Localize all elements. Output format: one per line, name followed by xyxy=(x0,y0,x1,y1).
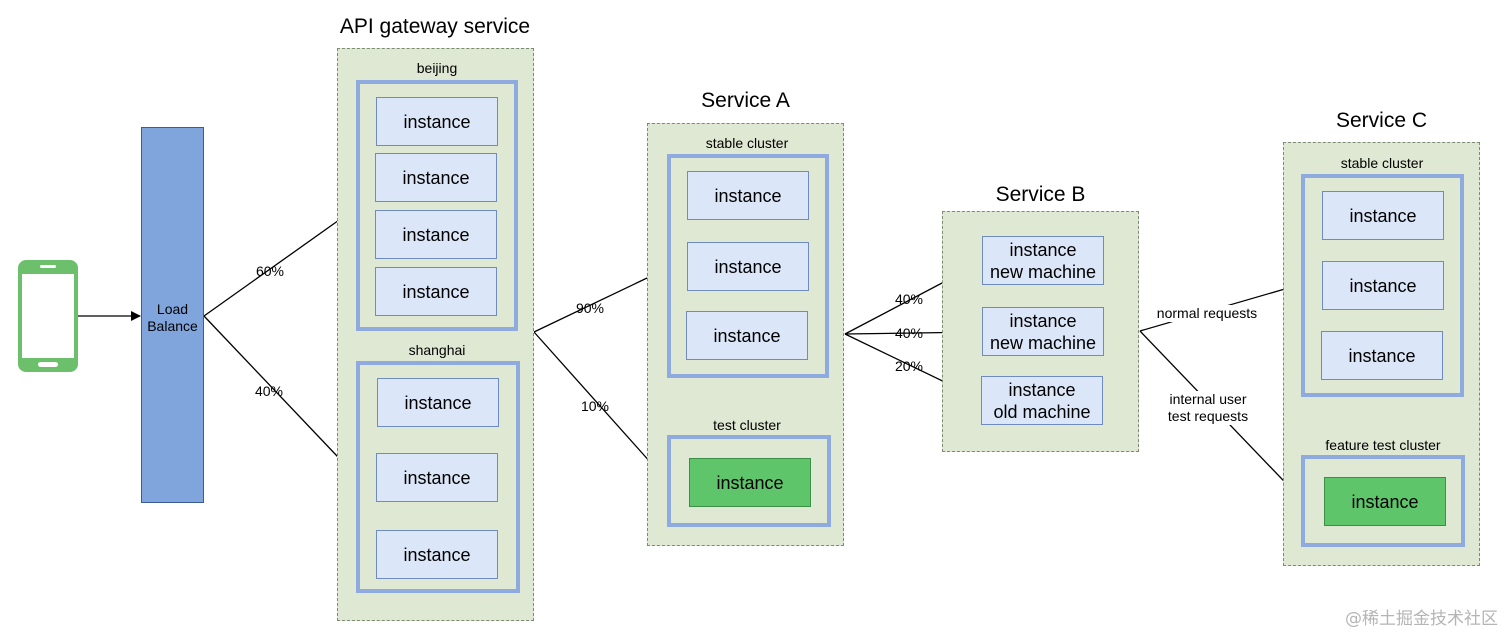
service-b-instance-line1: instance xyxy=(1008,379,1076,400)
mobile-phone-icon xyxy=(18,260,78,372)
service-a-title: Service A xyxy=(701,89,790,112)
beijing-instance: instance xyxy=(376,97,498,146)
shanghai-instance: instance xyxy=(376,453,498,502)
service-c-feature-instance: instance xyxy=(1324,477,1446,526)
service-a-test-label: test cluster xyxy=(713,417,781,433)
service-a-test-cluster xyxy=(667,435,831,527)
service-c-stable-instance: instance xyxy=(1322,191,1444,240)
shanghai-instance: instance xyxy=(376,530,498,579)
service-a-stable-instance: instance xyxy=(687,242,809,291)
service-c-feature-label: feature test cluster xyxy=(1325,437,1441,453)
beijing-instance: instance xyxy=(375,153,497,202)
service-a-stable-label: stable cluster xyxy=(705,135,789,151)
edge-label-lb-beijing: 60% xyxy=(255,263,285,279)
service-b-instance-line1: instance xyxy=(1009,239,1077,260)
service-c-stable-label: stable cluster xyxy=(1340,155,1424,171)
service-c-stable-cluster xyxy=(1301,174,1464,397)
edge-label-internal-user-line1: internal user xyxy=(1169,391,1247,407)
arrow-lb-to-shanghai xyxy=(203,315,357,477)
edge-label-a-b3: 20% xyxy=(894,358,924,374)
service-b-instance-line2: new machine xyxy=(989,332,1097,353)
service-c-stable-instance: instance xyxy=(1322,261,1444,310)
service-a-stable-instance: instance xyxy=(686,311,808,360)
service-b-instance-line2: old machine xyxy=(993,401,1091,422)
service-b-instance-line2: new machine xyxy=(989,261,1097,282)
service-b-instance: instance new machine xyxy=(982,307,1104,356)
service-c-title: Service C xyxy=(1335,109,1428,132)
edge-label-internal-user: internal user test requests xyxy=(1158,391,1258,425)
edge-label-a-b1: 40% xyxy=(894,291,924,307)
service-b-instance-line1: instance xyxy=(1009,310,1077,331)
beijing-instance: instance xyxy=(375,267,497,316)
beijing-cluster xyxy=(356,80,518,331)
shanghai-cluster xyxy=(356,361,520,593)
edge-label-gw-test: 10% xyxy=(580,398,610,414)
beijing-label: beijing xyxy=(416,60,458,76)
arrow-gw-to-test xyxy=(533,331,669,483)
load-balancer xyxy=(141,127,204,503)
service-a-stable-instance: instance xyxy=(687,171,809,220)
edge-label-normal-requests: normal requests xyxy=(1150,305,1264,322)
service-a-test-instance: instance xyxy=(689,458,811,507)
arrow-lb-to-beijing xyxy=(203,207,357,317)
service-a-stable-cluster xyxy=(667,154,829,378)
service-b-instance: instance new machine xyxy=(982,236,1104,285)
service-b-title: Service B xyxy=(995,183,1086,206)
load-balancer-label: Load Balance xyxy=(147,301,198,334)
service-c-feature-cluster xyxy=(1301,455,1465,547)
service-b-instance: instance old machine xyxy=(981,376,1103,425)
edge-label-internal-user-line2: test requests xyxy=(1167,408,1249,424)
arrow-gw-to-stable xyxy=(533,267,669,333)
shanghai-label: shanghai xyxy=(408,342,466,358)
edge-label-lb-shanghai: 40% xyxy=(254,383,284,399)
edge-label-gw-stable: 90% xyxy=(575,300,605,316)
watermark: @稀土掘金技术社区 xyxy=(1345,609,1498,629)
service-c-stable-instance: instance xyxy=(1321,331,1443,380)
edge-label-a-b2: 40% xyxy=(894,325,924,341)
beijing-instance: instance xyxy=(375,210,497,259)
gateway-title: API gateway service xyxy=(339,15,531,38)
shanghai-instance: instance xyxy=(377,378,499,427)
